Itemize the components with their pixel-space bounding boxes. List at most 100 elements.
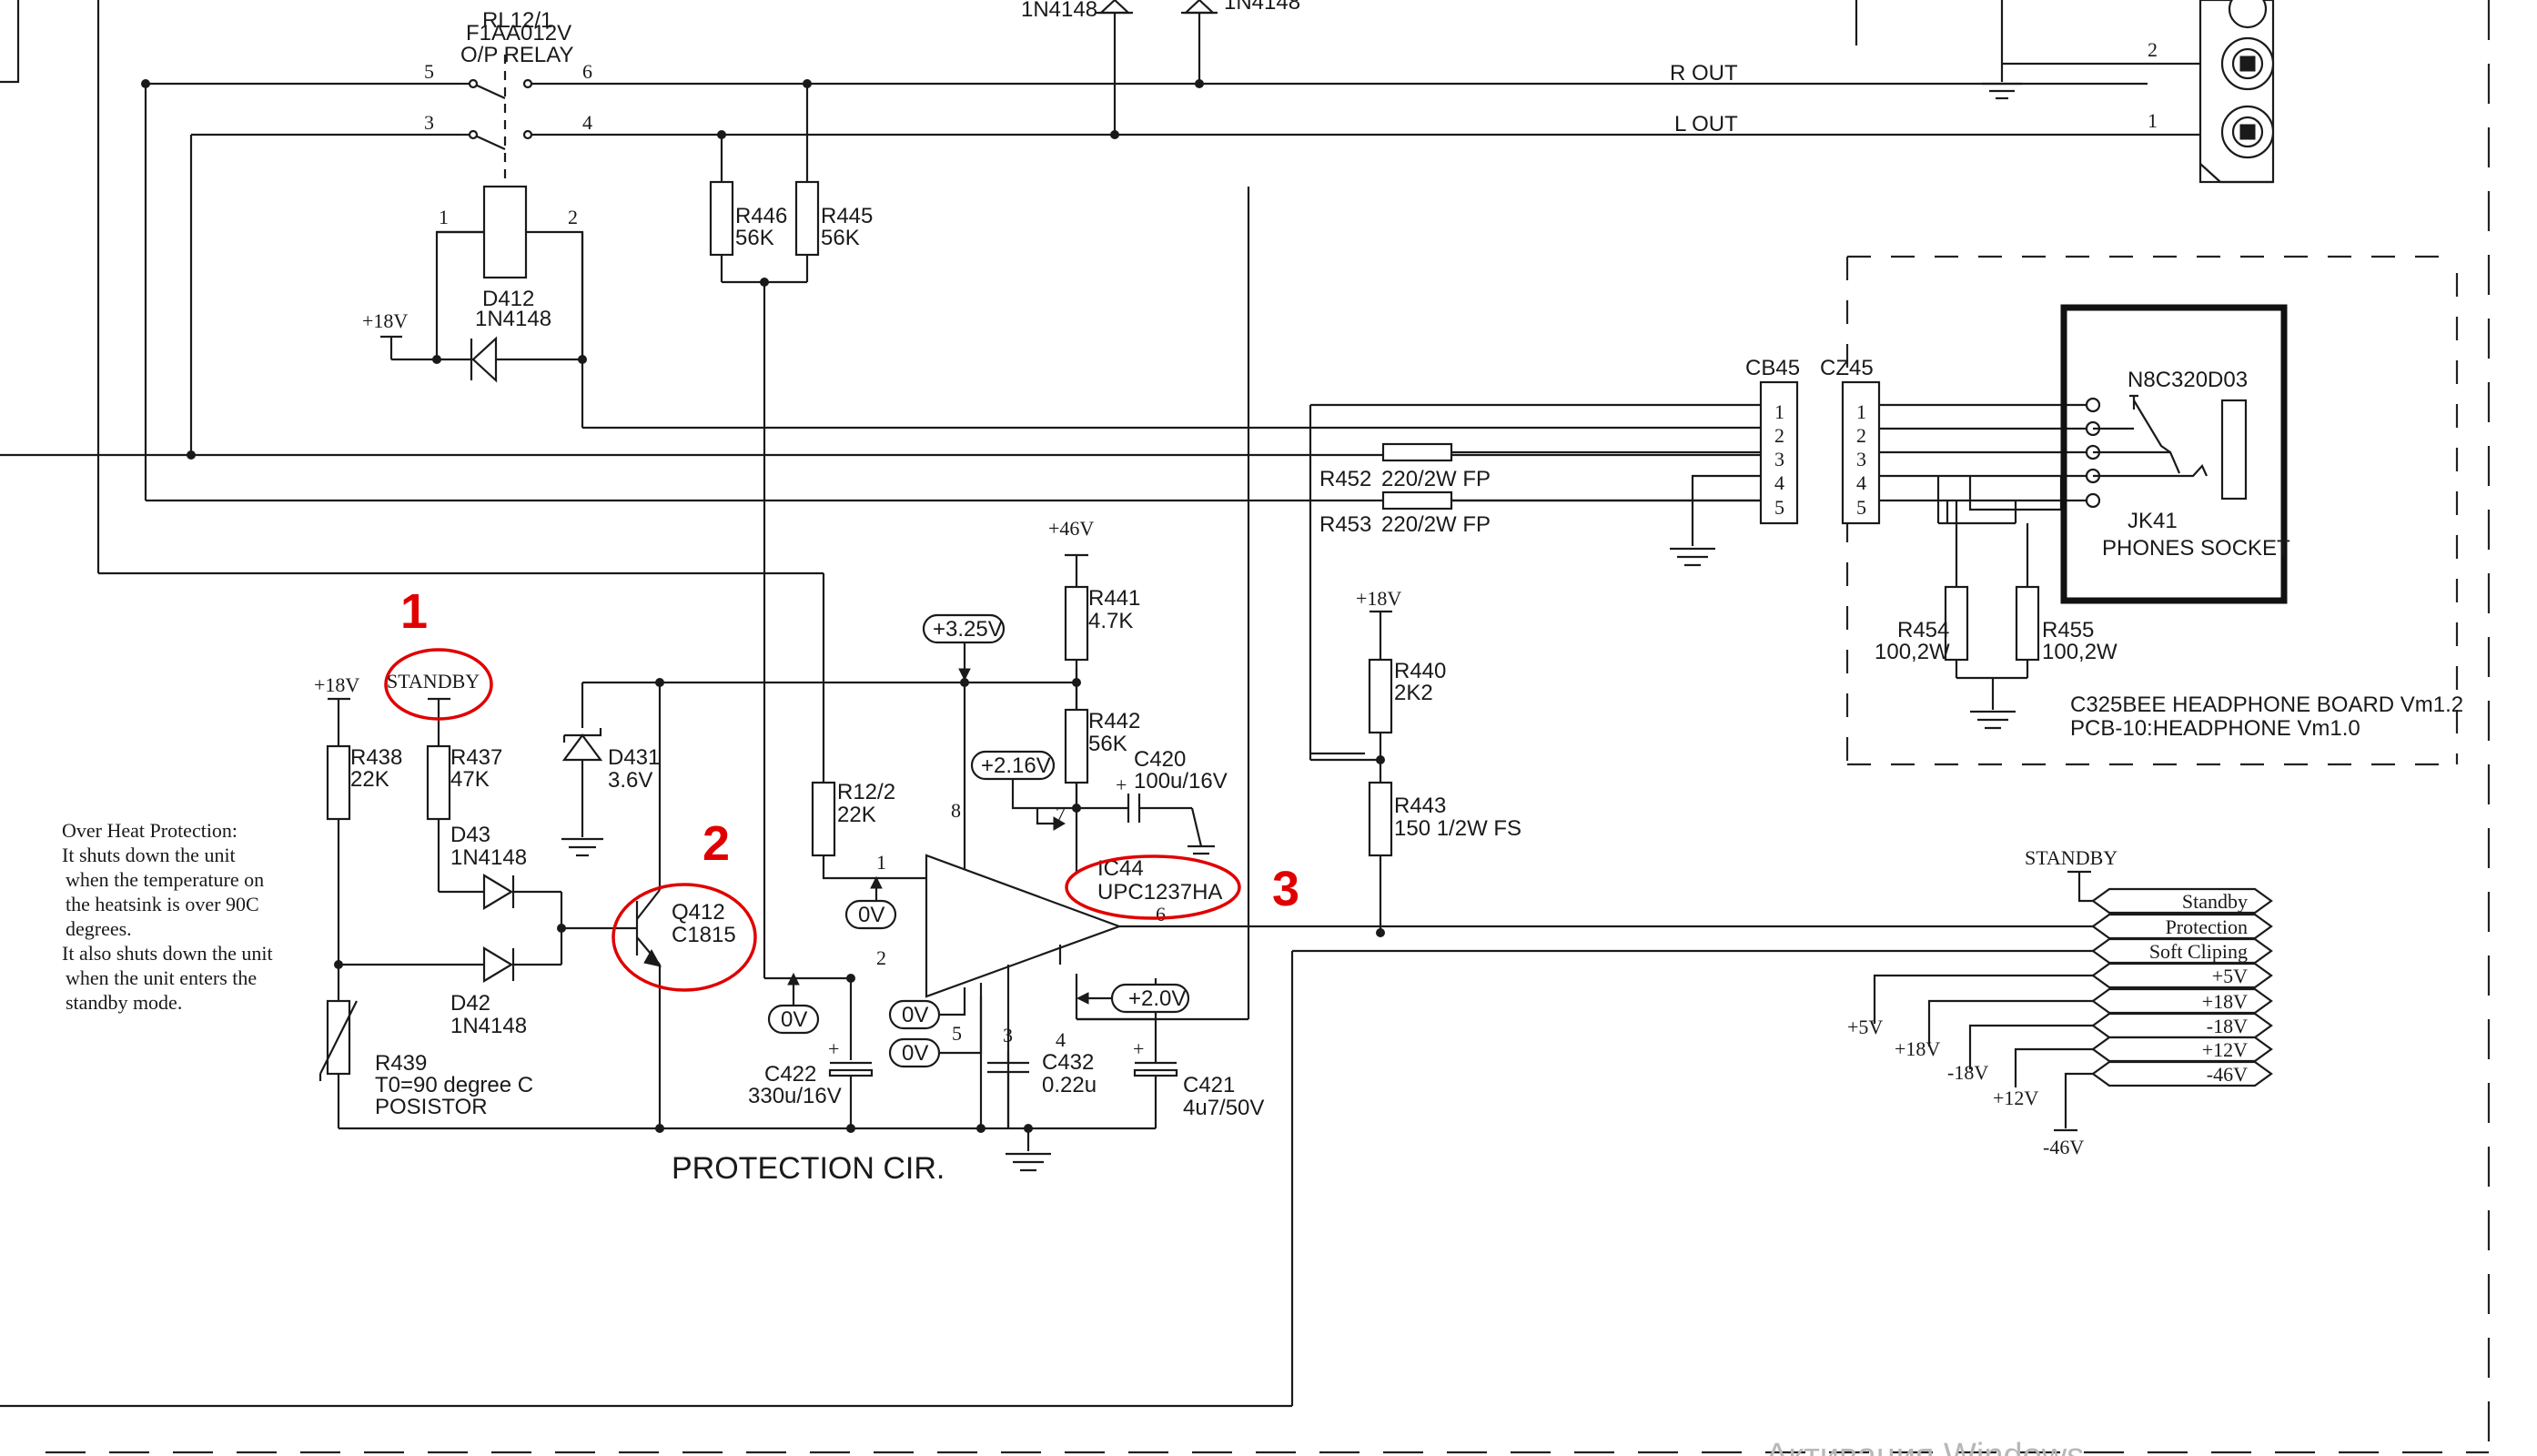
r438-rail: +18V [314, 673, 359, 696]
cz45-pin-5: 5 [1856, 496, 1866, 519]
bus-arrow [2091, 1060, 2273, 1087]
r455-val: 100,2W [2042, 640, 2118, 664]
cb45-pin-4: 4 [1774, 471, 1784, 494]
r453-ref: R453 [1319, 512, 1371, 537]
q412-ref: Q412 [672, 900, 725, 925]
r446-val: 56K [735, 226, 774, 250]
tv-325: +3.25V [933, 617, 1003, 642]
ic-pin-7: 7 [1056, 803, 1066, 825]
bottom-caps: + C422 330u/16V C432 0.22u + C421 4u7/50… [339, 974, 1264, 1172]
tv-0-c: 0V [902, 1003, 928, 1027]
section-title: PROTECTION CIR. [672, 1151, 945, 1186]
ic-bias-network: + +46V R441 4.7K R442 56K C420 100u/16V [655, 517, 1228, 855]
r443-val: 150 1/2W FS [1394, 816, 1521, 841]
l-out-label: L OUT [1674, 112, 1738, 136]
r454-val: 100,2W [1875, 640, 1950, 664]
annotation-1: 1 [400, 584, 428, 639]
frame-dashes [45, 0, 2491, 1456]
note-line-7: when the unit enters the [66, 966, 257, 989]
cz45-label: CZ45 [1820, 356, 1874, 380]
d42-part: 1N4148 [450, 1014, 527, 1038]
r442-val: 56K [1088, 732, 1127, 756]
d431-val: 3.6V [608, 768, 652, 793]
d43-ref: D43 [450, 823, 490, 847]
r440-rail: +18V [1356, 587, 1401, 610]
ic-part: UPC1237HA [1097, 880, 1222, 905]
bus-label: -18V [2207, 1015, 2248, 1037]
relay-pin-5: 5 [424, 60, 434, 83]
test-voltage-badges: +3.25V +2.16V +2.0V 0V 0V 0V 0V [767, 613, 1190, 1068]
top-diode-right-label: 1N4148 [1224, 0, 1300, 15]
r440-val: 2K2 [1394, 681, 1433, 705]
ic-pin-5: 5 [952, 1022, 962, 1045]
cb45-pin-2: 2 [1774, 424, 1784, 447]
relay-ref: RL12/1 [482, 8, 552, 33]
top-diodes: 1N4148 1N4148 [1021, 0, 1300, 22]
relay-desc: O/P RELAY [460, 43, 574, 67]
cz45-pin-2: 2 [1856, 424, 1866, 447]
cb45-label: CB45 [1745, 356, 1800, 380]
cz45-pin-3: 3 [1856, 448, 1866, 470]
bus-label: +18V [2202, 990, 2248, 1013]
r452-val: 220/2W FP [1381, 467, 1491, 491]
r12-resistor: R12/2 22K [811, 780, 926, 901]
cb45-pin-1: 1 [1774, 400, 1784, 423]
rca-pin-2: 2 [2148, 38, 2158, 61]
r12-ref: R12/2 [837, 780, 895, 804]
annotation-2: 2 [702, 816, 730, 871]
relay-part: F1AA012V [466, 21, 571, 46]
ground-top [1982, 64, 2022, 100]
tap-m46v: -46V [2043, 1136, 2084, 1158]
top-wiring [0, 0, 2148, 1021]
windows-watermark: Активация Windows [1765, 1437, 2084, 1456]
r445-ref: R445 [821, 204, 873, 228]
c422-val: 330u/16V [748, 1084, 842, 1108]
c422-plus: + [828, 1037, 839, 1060]
standby-sense-network: D431 3.6V Q412 C1815 D43 1N4148 D42 1N41… [314, 670, 736, 1128]
tap-5v: +5V [1847, 1016, 1883, 1038]
rail-46v: +46V [1048, 517, 1094, 540]
bus-arrow [2091, 962, 2273, 989]
r439-val1: T0=90 degree C [375, 1073, 533, 1097]
protection-ic: 1 2 3 4 5 6 7 8 IC44 UPC1237HA [876, 669, 2093, 1063]
over-heat-note: Over Heat Protection: It shuts down the … [62, 819, 273, 1014]
r441-val: 4.7K [1088, 609, 1133, 633]
r443-ref: R443 [1394, 794, 1446, 818]
annotation-3: 3 [1272, 862, 1299, 916]
r453-val: 220/2W FP [1381, 512, 1491, 537]
r441-ref: R441 [1088, 586, 1140, 611]
d431-ref: D431 [608, 745, 660, 770]
cz45-pin-4: 4 [1856, 471, 1866, 494]
note-line-5: degrees. [66, 917, 132, 940]
r439-val2: POSISTOR [375, 1095, 488, 1119]
c432-ref: C432 [1042, 1050, 1094, 1075]
ic-pin-3: 3 [1003, 1024, 1013, 1046]
jack-ref: JK41 [2128, 509, 2178, 533]
r438-val: 22K [350, 767, 389, 792]
tv-0-b: 0V [781, 1007, 807, 1032]
jack-desc: PHONES SOCKET [2102, 536, 2290, 561]
top-diode-left-label: 1N4148 [1021, 0, 1097, 22]
r446-r445-divider: R446 56K R445 56K [709, 84, 873, 980]
note-line-4: the heatsink is over 90C [66, 893, 259, 915]
red-annotations: 1 2 3 [384, 584, 1299, 992]
r12-val: 22K [837, 803, 876, 827]
relay-pin-2: 2 [568, 206, 578, 228]
c422-ref: C422 [764, 1062, 816, 1087]
board-line2: PCB-10:HEADPHONE Vm1.0 [2070, 716, 2360, 741]
ic-pin-1: 1 [876, 851, 886, 874]
board-line1: C325BEE HEADPHONE BOARD Vm1.2 [2070, 693, 2463, 717]
tap-m18v: -18V [1947, 1061, 1988, 1084]
rca-pin-1: 1 [2148, 109, 2158, 132]
r454-ref: R454 [1897, 618, 1949, 642]
relay-pin-3: 3 [424, 111, 434, 134]
q412-part: C1815 [672, 923, 736, 947]
jack-pin [2085, 492, 2101, 509]
bus-label: Standby [2182, 890, 2248, 913]
r440-r443-chain: +18V R440 2K2 R443 150 1/2W FS [1309, 587, 1521, 937]
bus-label: +12V [2202, 1038, 2248, 1061]
relay-pin-1: 1 [439, 206, 449, 228]
